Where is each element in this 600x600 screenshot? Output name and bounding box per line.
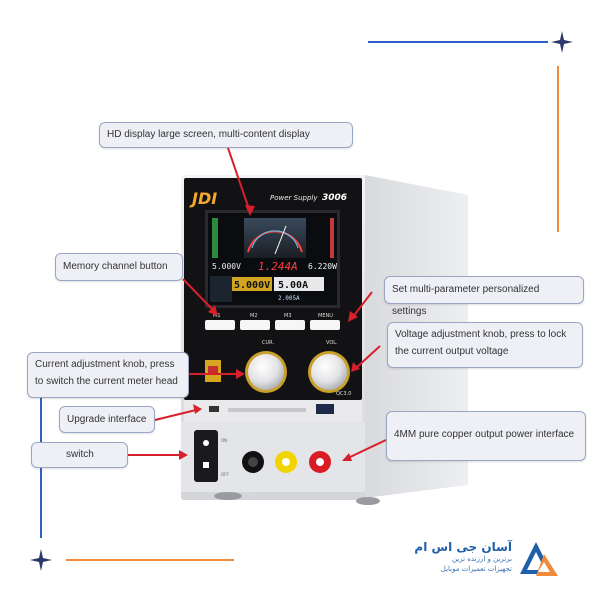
callout-current-knob-line1: Current adjustment knob, press (35, 359, 175, 370)
brand-logo-icon (520, 542, 558, 576)
brand-logo: JDI (189, 189, 217, 208)
screen-reading-center: 1.244A (258, 260, 298, 273)
brand-block: آسان جی اس ام برترین و ارزنده ترین تجهیز… (400, 540, 512, 574)
usb-a-port (316, 404, 334, 414)
svg-text:M2: M2 (250, 313, 258, 319)
callout-voltage-knob-line2: the current output voltage (395, 346, 509, 357)
screen-voltage-small: 5.000V (212, 262, 241, 271)
screen-sub-value: 2.005A (278, 295, 300, 302)
callout-switch: switch (31, 442, 128, 468)
svg-text:OFF: OFF (221, 472, 229, 477)
callout-hd-display-text: HD display large screen, multi-content d… (107, 129, 310, 140)
memory-buttons: M1 M2 M3 MENU (205, 313, 340, 330)
model-prefix: Power Supply (270, 194, 318, 202)
callout-output-interface-text: 4MM pure copper output power interface (394, 429, 575, 440)
callout-voltage-knob-line1: Voltage adjustment knob, press to lock (395, 329, 567, 340)
callout-current-knob-line2: to switch the current meter head (35, 376, 178, 387)
callout-set-multi: Set multi-parameter personalized setting… (384, 276, 584, 317)
callout-upgrade: Upgrade interface (59, 406, 155, 433)
bottom-orange-line (66, 559, 234, 561)
callout-set-multi-text: Set multi-parameter personalized setting… (392, 284, 540, 317)
star-icon (551, 31, 573, 53)
svg-text:M1: M1 (213, 313, 221, 319)
output-terminals (242, 451, 331, 473)
callout-upgrade-text: Upgrade interface (67, 414, 147, 425)
voltage-knob (308, 351, 350, 393)
callout-voltage-knob: Voltage adjustment knob, press to lock t… (387, 322, 583, 368)
knob-label-voltage: VOL. (326, 340, 338, 346)
callout-output-interface: 4MM pure copper output power interface (386, 411, 586, 461)
brand-tagline-2: تجهیزات تعمیرات موبایل (440, 565, 512, 573)
power-switch (194, 430, 218, 482)
model-number: 3006 (322, 193, 347, 203)
callout-switch-text: switch (66, 449, 94, 460)
screen-current-big: 5.00A (278, 280, 308, 291)
star-icon (30, 549, 52, 571)
svg-text:MENU: MENU (318, 313, 333, 319)
callout-current-knob: Current adjustment knob, press to switch… (27, 352, 189, 398)
screen-power-small: 6.220W (308, 262, 337, 271)
svg-text:M3: M3 (284, 313, 292, 319)
knob-label-current: CUR. (262, 340, 274, 346)
qc-label: QC3.0 (336, 391, 351, 397)
usb-c-port (209, 406, 219, 412)
callout-memory-channel-text: Memory channel button (63, 261, 168, 272)
top-right-blue-line (368, 41, 548, 43)
brand-tagline-1: برترین و ارزنده ترین (451, 555, 512, 563)
svg-text:ON: ON (221, 438, 227, 443)
current-knob (245, 351, 287, 393)
right-orange-line (557, 66, 559, 232)
brand-name: آسان جی اس ام (414, 540, 512, 554)
callout-hd-display: HD display large screen, multi-content d… (99, 122, 353, 148)
callout-arrows (128, 147, 387, 461)
screen-voltage-big: 5.000V (234, 280, 270, 291)
callout-memory-channel: Memory channel button (55, 253, 183, 281)
